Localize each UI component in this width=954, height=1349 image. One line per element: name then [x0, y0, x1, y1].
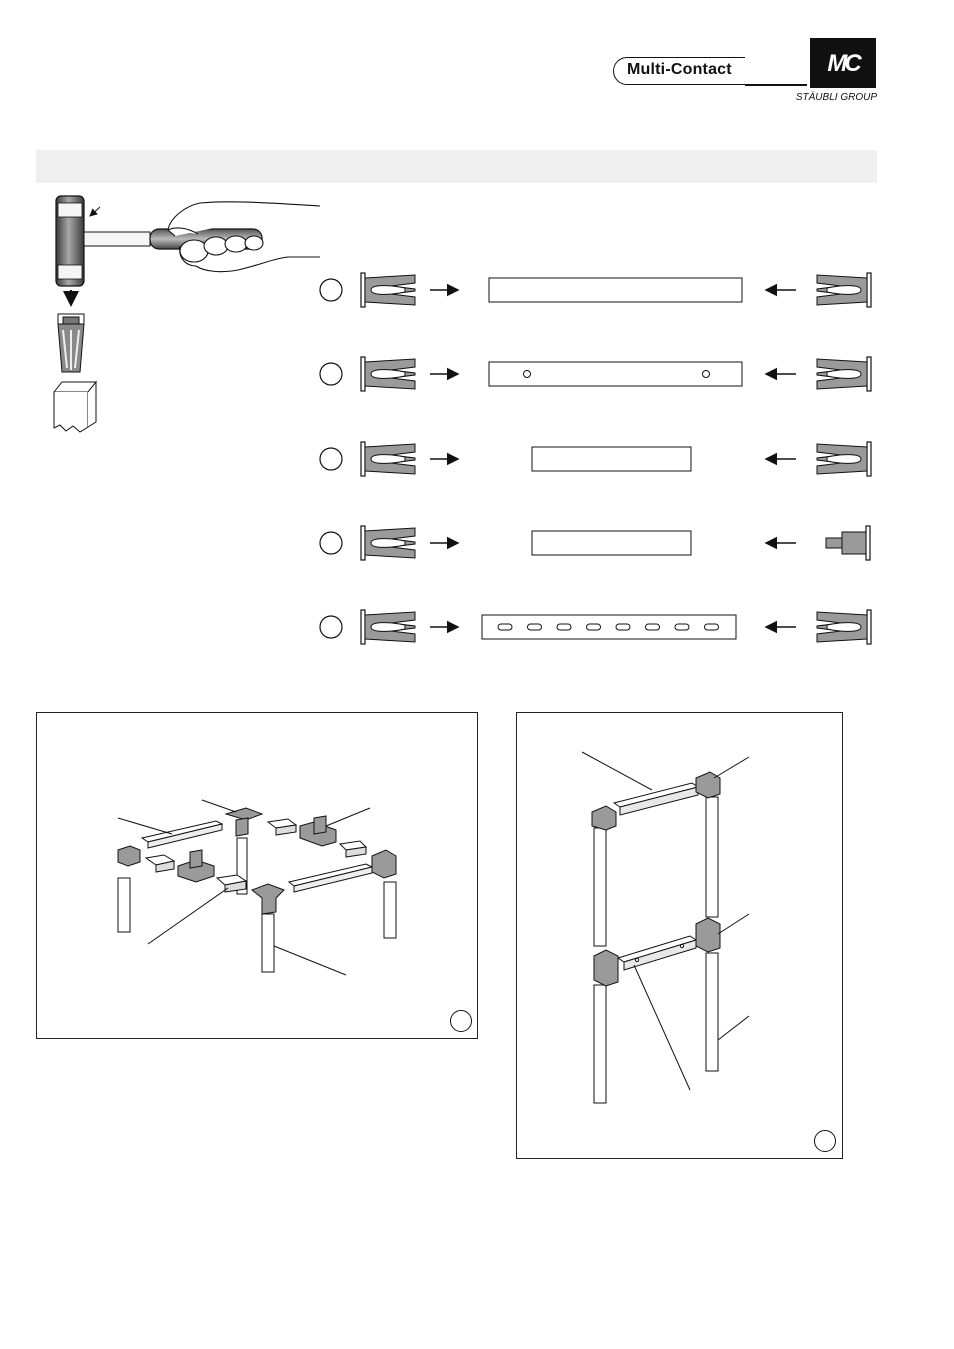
end-cap-icon	[816, 441, 872, 477]
profile-bar	[481, 614, 737, 640]
figure-number-badge	[450, 1010, 472, 1032]
profile-slot	[497, 623, 513, 631]
row-number-badge	[319, 615, 343, 639]
profile-slot	[527, 623, 542, 631]
end-cap-icon	[816, 356, 872, 392]
end-cap-icon	[360, 356, 416, 392]
brand-outline-gap	[745, 55, 815, 88]
profile-slot	[615, 623, 631, 631]
section-band	[36, 150, 877, 183]
tube-icon	[52, 380, 98, 433]
profile-slot	[556, 623, 572, 631]
profile-slot	[674, 623, 690, 631]
rack-frame-drawing	[581, 751, 836, 1152]
end-cap-icon	[57, 313, 85, 373]
end-cap-icon	[816, 609, 872, 645]
profile-row	[319, 525, 871, 561]
profile-slot	[645, 623, 660, 631]
plug-icon	[825, 525, 871, 561]
end-cap-icon	[360, 525, 416, 561]
end-cap-icon	[360, 441, 416, 477]
profile-row	[319, 272, 872, 308]
profile-bar	[531, 446, 692, 472]
rack-frame-figure	[516, 712, 843, 1159]
brand-logo-box	[810, 38, 876, 88]
profile-slot	[586, 623, 601, 631]
profile-row	[319, 441, 872, 477]
figure-number-badge	[814, 1130, 836, 1152]
row-number-badge	[319, 531, 343, 555]
row-number-badge	[319, 447, 343, 471]
brand-logo-mark: MC	[827, 50, 861, 77]
group-name: STÄUBLI GROUP	[795, 92, 877, 103]
profile-bar	[488, 277, 743, 303]
end-cap-icon	[360, 609, 416, 645]
profile-bar	[488, 361, 743, 387]
end-cap-icon	[360, 272, 416, 308]
profile-bar	[531, 530, 692, 556]
profile-hole	[702, 370, 710, 378]
brand-name: Multi-Contact	[627, 61, 732, 78]
row-number-badge	[319, 278, 343, 302]
profile-hole	[523, 370, 531, 378]
profile-row	[319, 609, 872, 645]
row-number-badge	[319, 362, 343, 386]
end-cap-icon	[816, 272, 872, 308]
table-frame-figure	[36, 712, 478, 1039]
brand-underline	[745, 84, 807, 86]
hand-icon	[167, 201, 321, 273]
table-frame-drawing	[117, 799, 472, 1032]
profile-slot	[704, 623, 719, 631]
profile-row	[319, 356, 872, 392]
